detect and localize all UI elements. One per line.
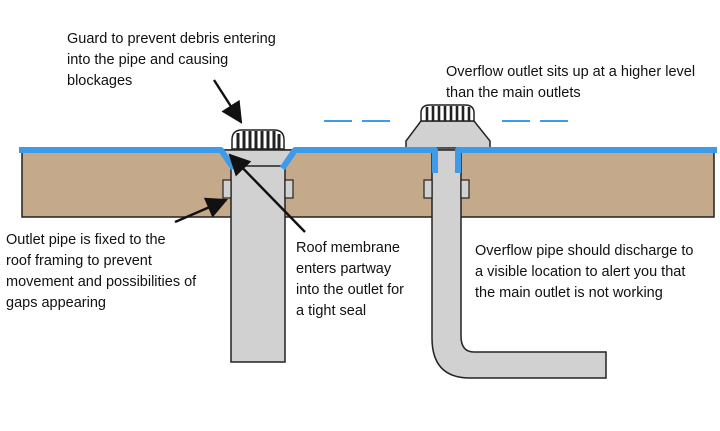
membrane-label: Roof membrane enters partway into the ou… <box>296 240 405 319</box>
overflow-pipe <box>431 149 607 379</box>
roof-membrane <box>19 147 717 173</box>
overflow-pipe-label: Overflow pipe should discharge to a visi… <box>475 243 694 301</box>
overflow-bracket-right <box>460 179 470 199</box>
overflow-guard <box>420 104 475 122</box>
overflow-outlet-label: Overflow outlet sits up at a higher leve… <box>446 64 696 101</box>
roof-deck <box>21 149 715 218</box>
main-outlet-bracket-left <box>222 179 232 199</box>
main-outlet-bracket-right <box>284 179 294 199</box>
outlet-pipe-arrow <box>174 197 228 224</box>
callout-arrows <box>174 79 306 233</box>
guard-label: Guard to prevent debris entering into th… <box>67 31 276 89</box>
overflow-collar <box>405 120 491 149</box>
overflow-bracket-left <box>423 179 433 199</box>
membrane-arrow <box>228 153 306 233</box>
overflow-outlet <box>405 104 607 379</box>
outlet-pipe-label: Outlet pipe is fixed to the roof framing… <box>6 232 197 311</box>
guard-arrow <box>212 79 243 124</box>
roof-structure <box>21 149 715 218</box>
main-outlet-pipe <box>230 149 286 363</box>
debris-guard <box>231 129 285 150</box>
